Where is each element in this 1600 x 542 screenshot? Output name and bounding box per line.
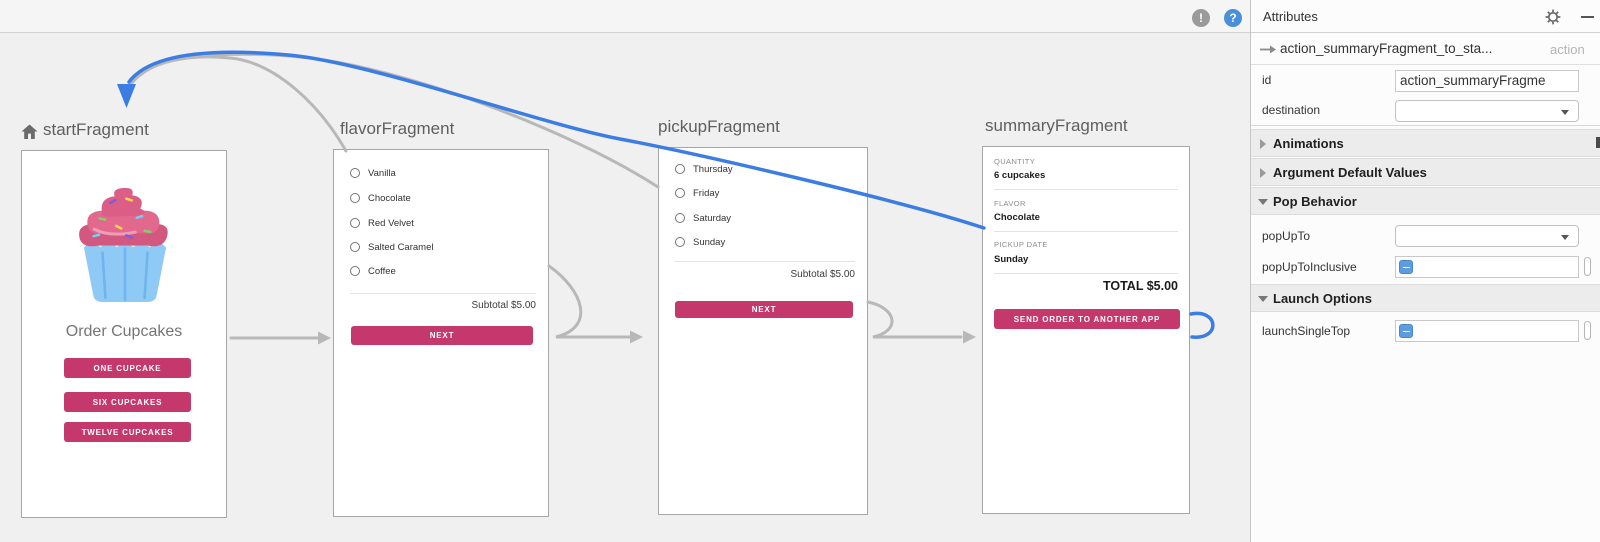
- six-cupcakes-button: SIX CUPCAKES: [64, 392, 191, 412]
- cupcake-image: [79, 187, 168, 302]
- edge-flavor-to-pickup[interactable]: [547, 264, 632, 339]
- launchsingletop-label: launchSingleTop: [1262, 324, 1351, 338]
- popuptoinclusive-label: popUpToInclusive: [1262, 260, 1357, 274]
- edge-pickup-to-summary[interactable]: [866, 300, 963, 339]
- summary-field-label: PICKUP DATE: [994, 240, 1048, 249]
- fragment-label-summary[interactable]: summaryFragment: [985, 116, 1128, 135]
- id-label: id: [1262, 73, 1272, 87]
- next-button: NEXT: [675, 301, 853, 318]
- editor-toolbar: ! ?: [0, 0, 1250, 33]
- fragment-label-flavor[interactable]: flavorFragment: [340, 119, 455, 138]
- id-input[interactable]: action_summaryFragme: [1395, 70, 1579, 92]
- divider: [1251, 125, 1600, 126]
- chevron-down-icon: [1561, 110, 1569, 115]
- pickup-option-row: Sunday: [675, 236, 725, 248]
- launchsingletop-field[interactable]: [1395, 320, 1579, 342]
- summary-field-label: FLAVOR: [994, 199, 1026, 208]
- home-icon: [21, 124, 38, 139]
- summary-field-label: QUANTITY: [994, 157, 1036, 166]
- indeterminate-checkbox-icon[interactable]: [1399, 260, 1413, 274]
- divider: [350, 293, 536, 294]
- arrowhead-summary: [963, 330, 976, 344]
- edge-flavor-to-start[interactable]: [129, 55, 348, 153]
- expanded-triangle-icon: [1258, 296, 1268, 302]
- popuptoinclusive-field[interactable]: [1395, 256, 1579, 278]
- section-argument-default-values[interactable]: Argument Default Values: [1251, 158, 1600, 186]
- one-cupcake-button: ONE CUPCAKE: [64, 358, 191, 378]
- scrollbar-thumb[interactable]: [1596, 137, 1600, 148]
- twelve-cupcakes-button: TWELVE CUPCAKES: [64, 422, 191, 442]
- flavor-option-row: Chocolate: [350, 192, 411, 204]
- section-animations[interactable]: Animations: [1251, 129, 1600, 157]
- radio-icon: [350, 266, 360, 276]
- radio-icon: [675, 237, 685, 247]
- summary-field-value: 6 cupcakes: [994, 170, 1046, 181]
- flag-pill-icon[interactable]: [1584, 257, 1591, 276]
- radio-icon: [350, 193, 360, 203]
- action-type-label: action: [1550, 42, 1585, 57]
- subtotal-text: Subtotal $5.00: [790, 269, 856, 280]
- send-order-button: SEND ORDER TO ANOTHER APP: [994, 309, 1180, 329]
- panel-title: Attributes: [1263, 9, 1318, 24]
- total-text: TOTAL $5.00: [1102, 279, 1178, 293]
- edge-summary-to-start-hook[interactable]: [1189, 311, 1215, 339]
- selected-action-header: action_summaryFragment_to_sta... action: [1251, 34, 1600, 65]
- fragment-card-summary[interactable]: QUANTITY 6 cupcakes FLAVOR Chocolate PIC…: [982, 146, 1190, 514]
- summary-field-value: Sunday: [994, 254, 1029, 265]
- divider: [994, 189, 1178, 190]
- error-indicator-icon[interactable]: !: [1192, 9, 1210, 27]
- subtotal-text: Subtotal $5.00: [471, 300, 537, 311]
- gear-icon[interactable]: [1545, 9, 1561, 25]
- fragment-label-pickup[interactable]: pickupFragment: [658, 117, 780, 136]
- pickup-option-row: Friday: [675, 187, 719, 199]
- order-cupcakes-title: Order Cupcakes: [65, 323, 183, 340]
- radio-icon: [350, 168, 360, 178]
- attributes-panel-header: Attributes: [1251, 0, 1600, 33]
- pickup-option-row: Saturday: [675, 212, 731, 224]
- flag-pill-icon[interactable]: [1584, 321, 1591, 340]
- fragment-card-flavor[interactable]: Vanilla Chocolate Red Velvet Salted Cara…: [333, 149, 549, 517]
- divider: [994, 273, 1178, 274]
- nav-graph-canvas[interactable]: startFragment flavorFragment pickupFragm…: [0, 33, 1250, 542]
- divider: [994, 231, 1178, 232]
- expanded-triangle-icon: [1258, 199, 1268, 205]
- chevron-down-icon: [1561, 235, 1569, 240]
- fragment-label-start[interactable]: startFragment: [43, 120, 149, 139]
- popupto-label: popUpTo: [1262, 229, 1311, 243]
- divider: [675, 261, 855, 262]
- flavor-option-row: Salted Caramel: [350, 241, 433, 253]
- arrowhead-pickup: [630, 330, 643, 344]
- fragment-card-start[interactable]: Order Cupcakes ONE CUPCAKE SIX CUPCAKES …: [21, 150, 227, 518]
- action-name: action_summaryFragment_to_sta...: [1280, 41, 1493, 56]
- popupto-dropdown[interactable]: [1395, 225, 1579, 247]
- next-button: NEXT: [351, 326, 533, 345]
- fragment-card-pickup[interactable]: Thursday Friday Saturday Sunday Subtotal…: [658, 147, 868, 515]
- section-pop-behavior[interactable]: Pop Behavior: [1251, 187, 1600, 215]
- destination-dropdown[interactable]: [1395, 100, 1579, 122]
- radio-icon: [675, 188, 685, 198]
- destination-label: destination: [1262, 103, 1321, 117]
- summary-field-value: Chocolate: [994, 212, 1040, 223]
- attributes-panel: Attributes action_summaryFragment_to_sta…: [1250, 0, 1600, 542]
- flavor-option-row: Vanilla: [350, 167, 396, 179]
- radio-icon: [675, 213, 685, 223]
- radio-icon: [350, 218, 360, 228]
- flavor-option-row: Coffee: [350, 265, 396, 277]
- radio-icon: [350, 242, 360, 252]
- arrowhead-flavor: [318, 331, 331, 345]
- collapsed-triangle-icon: [1260, 139, 1266, 149]
- arrowhead-start-selected: [117, 84, 136, 108]
- indeterminate-checkbox-icon[interactable]: [1399, 324, 1413, 338]
- action-arrow-icon: [1260, 45, 1276, 54]
- collapsed-triangle-icon: [1260, 168, 1266, 178]
- pickup-option-row: Thursday: [675, 163, 733, 175]
- flavor-option-row: Red Velvet: [350, 217, 414, 229]
- section-launch-options[interactable]: Launch Options: [1251, 284, 1600, 312]
- radio-icon: [675, 164, 685, 174]
- help-icon[interactable]: ?: [1224, 9, 1242, 27]
- minimize-icon[interactable]: [1581, 16, 1594, 18]
